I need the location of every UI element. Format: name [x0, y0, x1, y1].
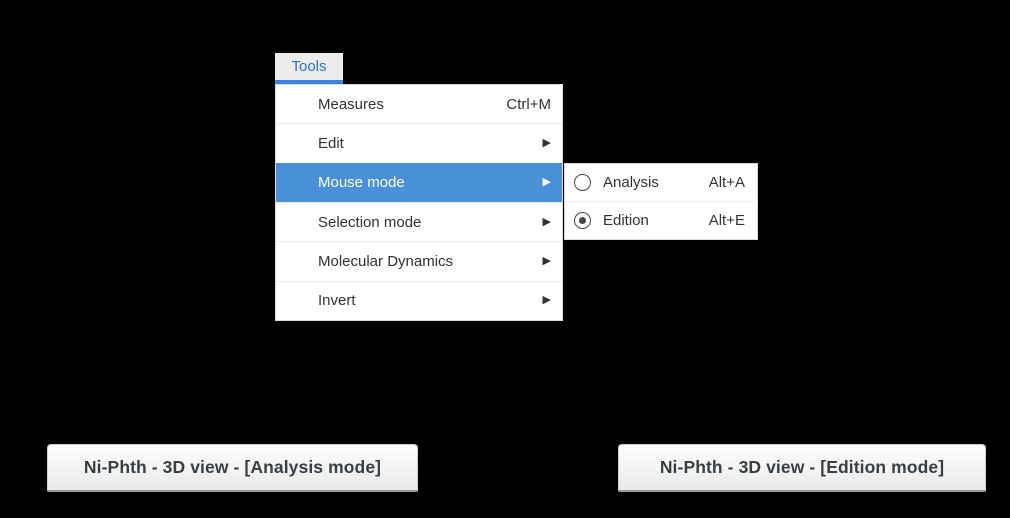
menu-item-invert[interactable]: Invert ▶ [276, 280, 562, 320]
submenu-item-label: Analysis [603, 174, 659, 191]
window-titlebar-analysis-mode[interactable]: Ni-Phth - 3D view - [Analysis mode] [47, 444, 418, 492]
window-title: Ni-Phth - 3D view - [Edition mode] [659, 457, 945, 477]
menu-item-label: Selection mode [318, 213, 422, 231]
submenu-item-label: Edition [603, 212, 649, 229]
menu-item-label: Measures [318, 95, 384, 113]
menu-item-label: Molecular Dynamics [318, 252, 454, 270]
menu-item-label: Mouse mode [318, 174, 405, 192]
menu-item-label: Invert [318, 292, 356, 310]
menu-item-mouse-mode[interactable]: Mouse mode ▶ [276, 162, 562, 202]
submenu-arrow-icon: ▶ [542, 215, 551, 228]
window-titlebar-edition-mode[interactable]: Ni-Phth - 3D view - [Edition mode] [618, 444, 986, 492]
menu-item-edit[interactable]: Edit ▶ [276, 123, 562, 163]
menu-item-selection-mode[interactable]: Selection mode ▶ [276, 201, 562, 242]
radio-unchecked-icon [574, 174, 591, 191]
submenu-item-edition[interactable]: Edition Alt+E [565, 201, 757, 239]
submenu-item-analysis[interactable]: Analysis Alt+A [565, 164, 757, 201]
submenu-arrow-icon: ▶ [542, 176, 551, 189]
submenu-arrow-icon: ▶ [542, 294, 551, 307]
menu-item-accel: Ctrl+M [506, 95, 551, 113]
window-title: Ni-Phth - 3D view - [Analysis mode] [83, 457, 382, 477]
menu-item-measures[interactable]: Measures Ctrl+M [276, 85, 562, 124]
mouse-mode-submenu: Analysis Alt+A Edition Alt+E [564, 163, 758, 240]
menu-item-label: Edit [318, 134, 344, 152]
radio-checked-icon [574, 212, 591, 229]
menubar-item-tools[interactable]: Tools [275, 53, 343, 84]
submenu-arrow-icon: ▶ [542, 136, 551, 149]
submenu-item-accel: Alt+A [708, 174, 745, 191]
submenu-arrow-icon: ▶ [542, 254, 551, 267]
submenu-item-accel: Alt+E [708, 212, 745, 229]
tools-menu: Measures Ctrl+M Edit ▶ Mouse mode ▶ Sele… [275, 84, 563, 321]
menu-item-molecular-dynamics[interactable]: Molecular Dynamics ▶ [276, 241, 562, 281]
menubar-item-tools-label: Tools [291, 58, 327, 75]
